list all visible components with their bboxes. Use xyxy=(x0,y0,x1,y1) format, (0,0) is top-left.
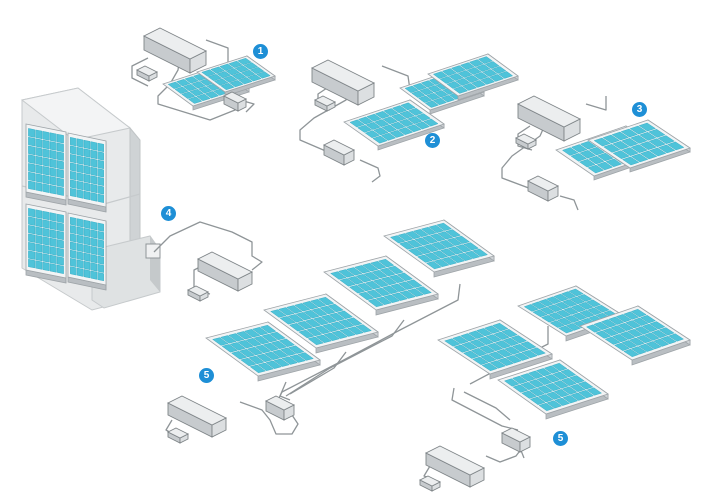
solar-panel-icon xyxy=(587,119,691,173)
solar-panel-icon xyxy=(323,255,439,316)
cable-line xyxy=(463,391,511,421)
building-icon xyxy=(20,87,161,311)
inverter-box-icon xyxy=(196,251,254,292)
junction-box-icon xyxy=(322,139,356,166)
inverter-box-icon xyxy=(516,95,582,142)
solar-panel-icon xyxy=(579,305,691,366)
config-badge-5a: 5 xyxy=(199,368,214,383)
solar-panel-icon xyxy=(25,203,67,284)
inverter-box-icon xyxy=(424,445,486,488)
solar-panel-icon xyxy=(343,99,445,151)
solar-panel-icon xyxy=(427,53,519,101)
power-meter-icon xyxy=(418,475,442,492)
power-meter-icon xyxy=(313,95,337,112)
cable-line xyxy=(285,319,405,397)
cable-line xyxy=(153,221,263,271)
cable-line xyxy=(559,195,579,211)
power-meter-icon xyxy=(166,427,190,444)
inverter-box-icon xyxy=(142,27,208,74)
config-badge-4: 4 xyxy=(161,206,176,221)
solar-panel-icon xyxy=(25,123,67,206)
junction-box-icon xyxy=(264,395,296,421)
config-badge-5b: 5 xyxy=(553,431,568,446)
cable-line xyxy=(289,351,347,395)
solar-panel-icon xyxy=(497,359,609,420)
junction-box-icon xyxy=(222,91,248,112)
solar-panel-icon xyxy=(196,55,276,97)
power-meter-icon xyxy=(514,133,538,150)
cable-line xyxy=(205,39,229,66)
solar-panel-icon xyxy=(383,219,495,278)
config-badge-2: 2 xyxy=(425,133,440,148)
junction-box-icon xyxy=(145,243,161,259)
inverter-box-icon xyxy=(166,395,228,438)
config-badge-3: 3 xyxy=(632,102,647,117)
cable-line xyxy=(585,96,607,111)
solar-panel-icon xyxy=(205,321,321,382)
junction-box-icon xyxy=(500,427,532,453)
solar-panel-icon xyxy=(437,319,553,380)
power-meter-icon xyxy=(186,285,210,302)
cable-line xyxy=(359,159,381,183)
solar-panel-icon xyxy=(67,212,107,291)
junction-box-icon xyxy=(526,175,560,202)
power-meter-icon xyxy=(135,65,159,82)
solar-panel-icon xyxy=(263,293,379,354)
config-badge-1: 1 xyxy=(253,44,268,59)
inverter-box-icon xyxy=(310,59,376,106)
cable-line xyxy=(451,387,519,431)
cable-line xyxy=(239,401,299,435)
cable-line xyxy=(279,381,291,401)
cable-line xyxy=(131,57,149,87)
solar-panel-icon xyxy=(67,132,107,213)
